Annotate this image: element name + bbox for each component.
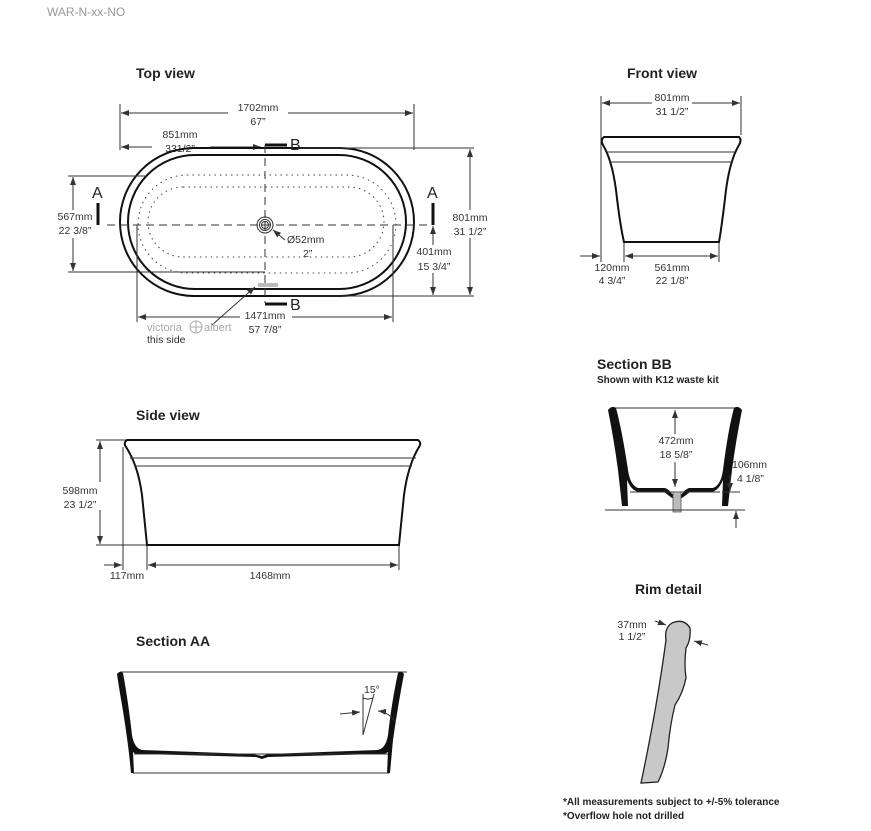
bb-base-mm: 106mm [732, 459, 767, 471]
side-height-in: 23 1/2” [64, 499, 97, 511]
top-view: Top view 1702mm 67” 851mm 331/2” B B A A [50, 65, 489, 346]
bb-depth-in: 18 5/8” [660, 449, 693, 461]
section-bb: Section BB Shown with K12 waste kit 472m… [597, 356, 767, 528]
inner-width-mm: 567mm [57, 211, 92, 223]
inner-length-mm: 1471mm [245, 310, 286, 322]
front-offset-mm: 120mm [594, 262, 629, 274]
rim-thickness-mm: 37mm [617, 619, 646, 631]
width-mm: 801mm [452, 212, 487, 224]
drain-icon [256, 216, 274, 234]
side-height-mm: 598mm [62, 485, 97, 497]
top-view-title: Top view [136, 65, 195, 81]
front-view: Front view 801mm 31 1/2” 120mm 4 3/4” 56… [580, 65, 742, 287]
aa-angle: 15° [364, 684, 380, 696]
section-b-top-label: B [290, 137, 301, 154]
rim-thickness-in: 1 1/2” [619, 631, 646, 643]
half-length-mm: 851mm [162, 129, 197, 141]
section-a-right-label: A [427, 185, 438, 202]
bb-base-in: 4 1/8” [737, 473, 764, 485]
note-tolerance: *All measurements subject to +/-5% toler… [563, 797, 780, 808]
svg-text:victoria: victoria [147, 322, 183, 334]
section-bb-subtitle: Shown with K12 waste kit [597, 375, 719, 386]
svg-text:albert: albert [204, 322, 232, 334]
inner-width-in: 22 3/8” [59, 225, 92, 237]
drain-diameter-mm: Ø52mm [287, 234, 325, 246]
front-base-mm: 561mm [654, 262, 689, 274]
side-view: Side view 598mm 23 1/2” 117mm 1468mm [58, 407, 422, 582]
front-width-mm: 801mm [654, 92, 689, 104]
length-in: 67” [250, 116, 266, 128]
rim-detail-title: Rim detail [635, 581, 702, 597]
section-aa-title: Section AA [136, 633, 210, 649]
brand-note: this side [147, 334, 186, 346]
side-base-mm: 1468mm [250, 570, 291, 582]
length-mm: 1702mm [238, 102, 279, 114]
drain-diameter-in: 2” [303, 248, 313, 260]
section-a-left-label: A [92, 185, 103, 202]
drain-offset-in: 15 3/4” [418, 261, 451, 273]
front-base-in: 22 1/8” [656, 275, 689, 287]
width-in: 31 1/2” [454, 226, 487, 238]
product-code: WAR-N-xx-NO [47, 5, 125, 19]
bb-depth-mm: 472mm [658, 435, 693, 447]
note-overflow: *Overflow hole not drilled [563, 811, 684, 822]
drain-offset-mm: 401mm [416, 246, 451, 258]
section-b-bottom-label: B [290, 297, 301, 314]
front-view-title: Front view [627, 65, 697, 81]
inner-length-in: 57 7/8” [249, 324, 282, 336]
side-view-title: Side view [136, 407, 200, 423]
section-aa: Section AA 15° [117, 633, 407, 774]
rim-detail: Rim detail 37mm 1 1/2” [617, 581, 709, 784]
front-offset-in: 4 3/4” [599, 275, 626, 287]
brand-logo: victoria albert [147, 320, 232, 334]
front-width-in: 31 1/2” [656, 106, 689, 118]
side-offset-mm: 117mm [110, 570, 144, 582]
section-bb-title: Section BB [597, 356, 672, 372]
